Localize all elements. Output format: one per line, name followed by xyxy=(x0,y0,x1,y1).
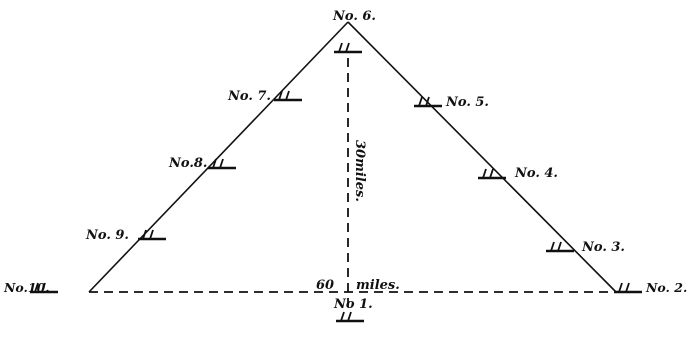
height-label: 30miles. xyxy=(352,140,367,202)
station-no9-label: No. 9. xyxy=(85,228,129,243)
base-unit-label: miles. xyxy=(356,278,400,293)
station-no1-label: No 1. xyxy=(333,297,373,312)
station-no8-label: No.8. xyxy=(168,156,207,171)
right-side-line xyxy=(347,21,617,293)
left-side-line xyxy=(88,21,349,293)
station-no6-symbol xyxy=(332,41,364,54)
station-no5-symbol xyxy=(412,95,444,108)
station-no7-label: No. 7. xyxy=(227,89,271,104)
station-no4-label: No. 4. xyxy=(514,166,558,181)
station-no2-symbol xyxy=(612,281,644,294)
station-no10-label: No.10. xyxy=(3,280,50,295)
station-no6-label: No. 6. xyxy=(332,9,376,24)
station-no5-label: No. 5. xyxy=(445,95,489,110)
station-no3-label: No. 3. xyxy=(581,240,625,255)
station-no1-symbol xyxy=(334,310,366,323)
station-no2-label: No. 2. xyxy=(645,280,687,295)
base-number-label: 60 xyxy=(316,278,334,293)
